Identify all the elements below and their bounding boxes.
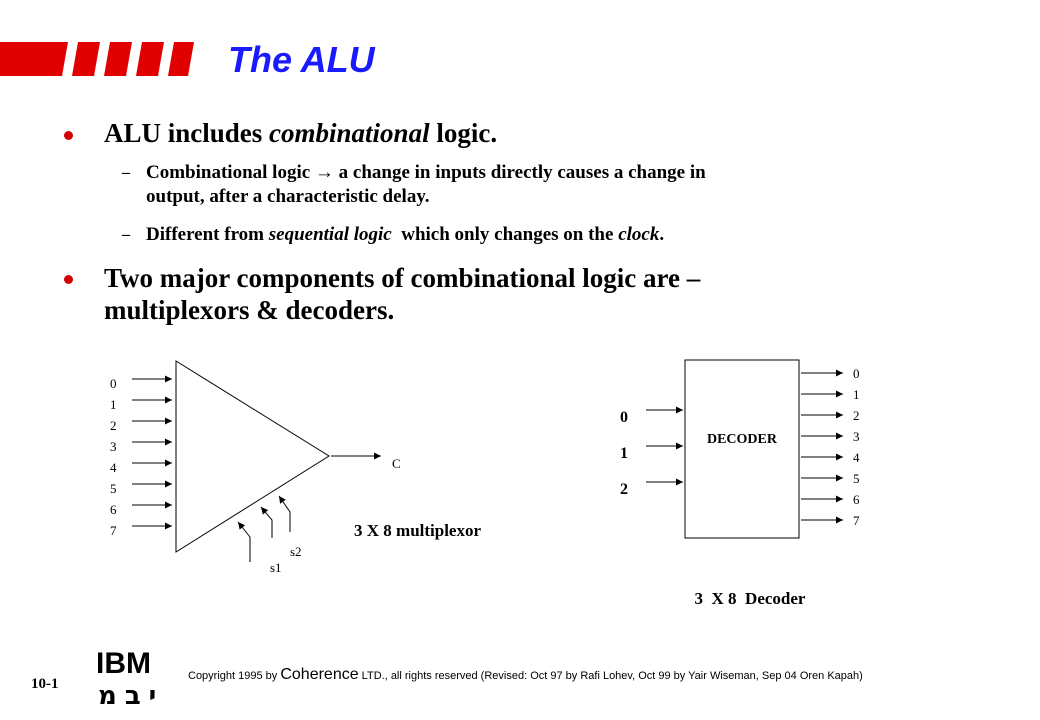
- sub-bullet-2-text-mid: which only changes on the: [391, 224, 619, 245]
- mux-caption: 3 X 8 multiplexor: [354, 521, 481, 540]
- sub-bullet-1-text: Combinational logic: [146, 162, 315, 183]
- bullet-marker: [64, 131, 73, 140]
- bullet-1-emphasis: combinational: [269, 118, 430, 148]
- decoder-output-label: 1: [853, 387, 860, 402]
- decoder-box: [684, 359, 800, 539]
- mux-input-label: 6: [110, 502, 117, 517]
- decoder-output-label: 4: [853, 450, 860, 465]
- decoder-output-lines: [801, 369, 843, 524]
- bullet-1-text: ALU includes: [104, 118, 270, 148]
- sub-bullet-2-emphasis: sequential logic: [268, 224, 392, 245]
- mux-output-label: C: [392, 456, 401, 471]
- hebrew-logo: יבמ: [98, 681, 165, 711]
- decoder-input-label: 2: [620, 481, 628, 498]
- decoder-output-labels: 0 1 2 3 4 5 6 7: [853, 366, 860, 528]
- decoder-label: DECODER: [707, 432, 778, 447]
- decoder-input-labels: 0 1 2: [620, 409, 628, 498]
- mux-input-lines: [132, 375, 172, 530]
- mux-input-label: 7: [110, 523, 117, 538]
- bullet-2-line-1: Two major components of combinational lo…: [104, 263, 701, 293]
- copyright-text-end: LTD., all rights reserved (Revised: Oct …: [358, 670, 863, 682]
- mux-select-s2-label: s2: [290, 544, 302, 559]
- ibm-logo: IBM: [96, 647, 151, 680]
- decoder-input-label: 0: [620, 409, 628, 426]
- sub-bullet-2-text: Different from: [146, 224, 269, 245]
- decoder-input-label: 1: [620, 445, 628, 462]
- mux-input-labels: 0 1 2 3 4 5 6 7: [110, 376, 117, 538]
- sub-bullet-dash: –: [122, 164, 130, 181]
- mux-input-label: 3: [110, 439, 117, 454]
- decoder-output-label: 5: [853, 471, 860, 486]
- decoder-output-label: 3: [853, 429, 860, 444]
- mux-input-label: 0: [110, 376, 117, 391]
- copyright-text: Copyright 1995 by: [188, 670, 281, 682]
- mux-input-label: 1: [110, 397, 117, 412]
- logo-bars-icon: [0, 42, 194, 76]
- sub-bullet-2-emphasis-2: clock: [618, 224, 660, 245]
- sub-bullet-2: Different from sequential logic which on…: [146, 223, 664, 247]
- slide-number: 10-1: [31, 676, 59, 692]
- bullet-1: ALU includes combinational logic.: [104, 117, 497, 149]
- bullet-2: Two major components of combinational lo…: [104, 262, 700, 326]
- mux-select-s1-label: s1: [270, 560, 282, 575]
- bullet-marker: [64, 275, 73, 284]
- sub-bullet-1: Combinational logic → a change in inputs…: [146, 161, 706, 209]
- decoder-output-label: 6: [853, 492, 860, 507]
- mux-select-s2-line: [278, 495, 291, 532]
- decoder-output-label: 2: [853, 408, 860, 423]
- bullet-2-line-2: multiplexors & decoders.: [104, 295, 395, 325]
- slide-title: The ALU: [228, 39, 375, 80]
- sub-bullet-2-text-end: .: [659, 224, 665, 245]
- decoder-diagram: DECODER 0 1 2 0 1 2 3 4 5 6 7 3 X 8 Decoder: [620, 359, 860, 608]
- mux-input-label: 4: [110, 460, 117, 475]
- copyright-brand: Coherence: [280, 666, 359, 683]
- copyright-notice: Copyright 1995 by Coherence LTD., all ri…: [188, 666, 863, 684]
- decoder-output-label: 7: [853, 513, 860, 528]
- mux-input-label: 5: [110, 481, 117, 496]
- bullet-1-text-end: logic.: [429, 118, 498, 148]
- mux-select-line: [260, 506, 273, 538]
- implies-arrow-icon: →: [314, 162, 334, 183]
- sub-bullet-dash: –: [122, 226, 130, 243]
- multiplexor-triangle: [175, 360, 330, 553]
- decoder-output-label: 0: [853, 366, 860, 381]
- sub-bullet-1-line-2: output, after a characteristic delay.: [146, 186, 430, 207]
- decoder-caption: 3 X 8 Decoder: [695, 589, 806, 608]
- sub-bullet-1-text-cont: a change in inputs directly causes a cha…: [333, 162, 706, 183]
- mux-select-s1-line: [237, 521, 251, 562]
- decoder-input-lines: [646, 406, 683, 486]
- multiplexor-diagram: 0 1 2 3 4 5 6 7 C s1 s2 3 X 8 multiplexor: [110, 360, 481, 575]
- mux-input-label: 2: [110, 418, 117, 433]
